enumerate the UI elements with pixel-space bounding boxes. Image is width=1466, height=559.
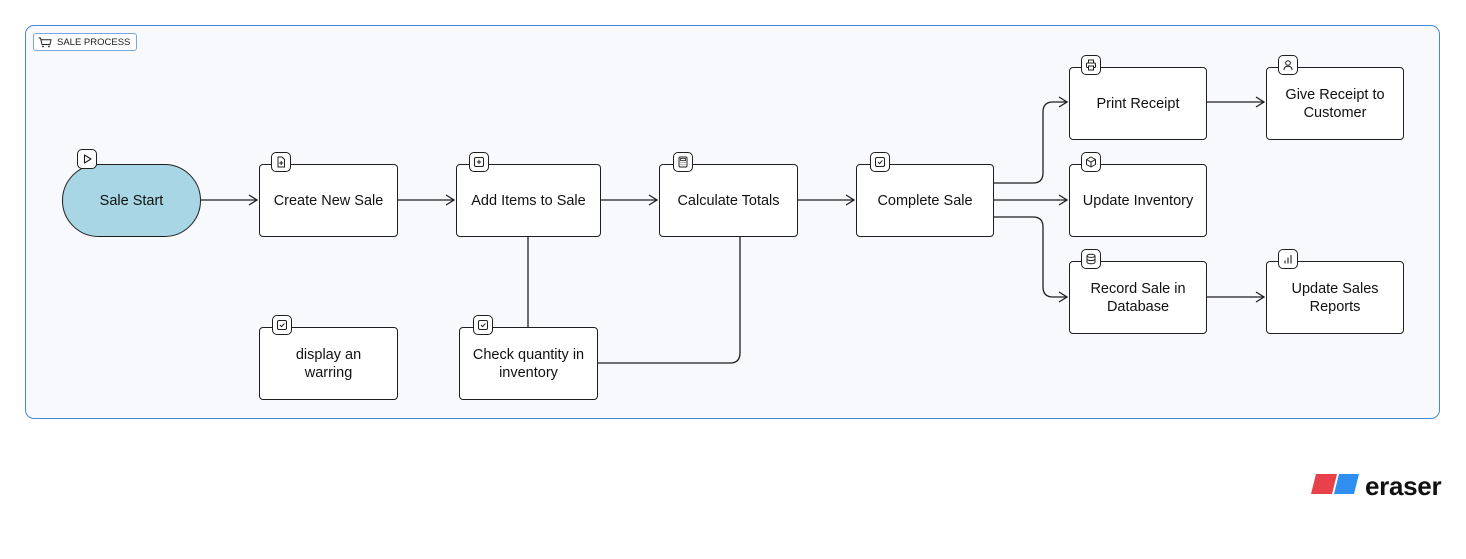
- group-label: SALE PROCESS: [33, 33, 138, 51]
- printer-icon: [1081, 55, 1101, 75]
- file-plus-icon: [271, 152, 291, 172]
- package-icon: [1081, 152, 1101, 172]
- node-complete-sale[interactable]: Complete Sale: [856, 164, 994, 237]
- check-square-icon: [272, 315, 292, 335]
- edge-check-to-calculate: [598, 237, 741, 364]
- node-record-sale[interactable]: Record Sale in Database: [1069, 261, 1207, 334]
- node-give-receipt[interactable]: Give Receipt to Customer: [1266, 67, 1404, 140]
- group-label-text: SALE PROCESS: [57, 36, 131, 48]
- node-check-quantity[interactable]: Check quantity in inventory: [459, 327, 598, 400]
- bar-chart-icon: [1278, 249, 1298, 269]
- node-sale-start[interactable]: Sale Start: [62, 164, 201, 237]
- eraser-logo-icon: [1311, 473, 1359, 499]
- user-icon: [1278, 55, 1298, 75]
- calculator-icon: [673, 152, 693, 172]
- node-print-receipt[interactable]: Print Receipt: [1069, 67, 1207, 140]
- check-square-icon: [473, 315, 493, 335]
- cart-icon: [38, 37, 52, 48]
- check-square-icon: [870, 152, 890, 172]
- edge-complete-to-print: [994, 96, 1069, 184]
- node-display-warning[interactable]: display an warring: [259, 327, 398, 400]
- node-create-new-sale[interactable]: Create New Sale: [259, 164, 398, 237]
- database-icon: [1081, 249, 1101, 269]
- node-update-sales-reports[interactable]: Update Sales Reports: [1266, 261, 1404, 334]
- play-icon: [77, 149, 97, 169]
- eraser-logo-text: eraser: [1365, 471, 1442, 501]
- node-update-inventory[interactable]: Update Inventory: [1069, 164, 1207, 237]
- node-add-items-to-sale[interactable]: Add Items to Sale: [456, 164, 601, 237]
- node-calculate-totals[interactable]: Calculate Totals: [659, 164, 798, 237]
- edge-complete-to-record: [994, 216, 1069, 303]
- eraser-brand: eraser: [1311, 471, 1442, 501]
- plus-square-icon: [469, 152, 489, 172]
